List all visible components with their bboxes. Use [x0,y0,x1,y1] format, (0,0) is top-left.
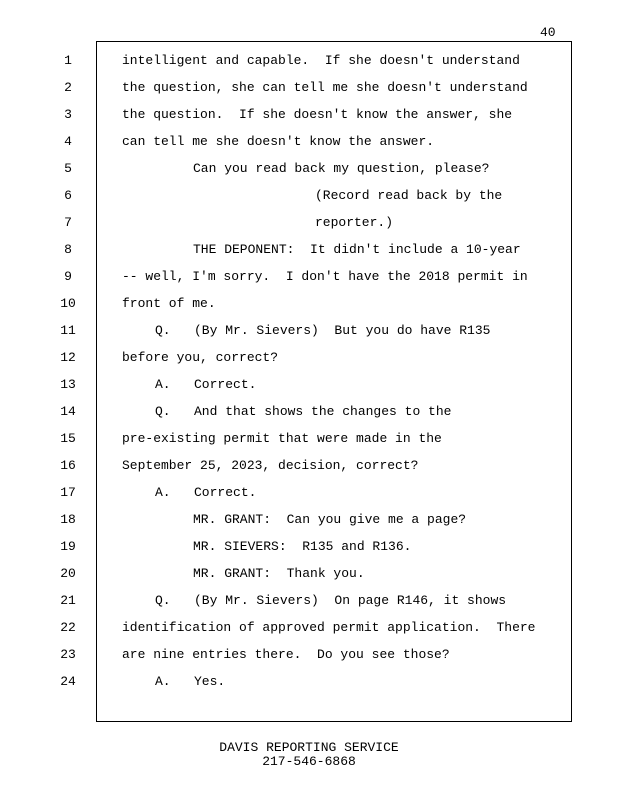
line-number: 20 [60,566,76,581]
transcript-lines: 1 intelligent and capable. If she doesn't… [0,51,618,699]
line-number: 1 [64,53,72,68]
line-text: reporter.) [315,215,394,230]
line-number: 9 [64,269,72,284]
line-number: 22 [60,620,76,635]
line-number: 11 [60,323,76,338]
transcript-line: 20 MR. GRANT: Thank you. [0,564,618,591]
line-number: 2 [64,80,72,95]
line-number: 15 [60,431,76,446]
transcript-line: 10 front of me. [0,294,618,321]
line-number: 18 [60,512,76,527]
transcript-line: 24 A. Yes. [0,672,618,699]
line-text: the question. If she doesn't know the an… [122,107,513,122]
transcript-line: 12 before you, correct? [0,348,618,375]
transcript-line: 4 can tell me she doesn't know the answer… [0,132,618,159]
line-number: 12 [60,350,76,365]
transcript-line: 1 intelligent and capable. If she doesn't… [0,51,618,78]
transcript-line: 5 Can you read back my question, please? [0,159,618,186]
line-number: 4 [64,134,72,149]
line-text: MR. SIEVERS: R135 and R136. [193,539,412,554]
transcript-line: 17 A. Correct. [0,483,618,510]
transcript-line: 23 are nine entries there. Do you see tho… [0,645,618,672]
line-text: A. Correct. [155,485,257,500]
transcript-line: 13 A. Correct. [0,375,618,402]
line-number: 21 [60,593,76,608]
transcript-line: 8 THE DEPONENT: It didn't include a 10-ye… [0,240,618,267]
line-text: front of me. [122,296,216,311]
transcript-line: 21 Q. (By Mr. Sievers) On page R146, it s… [0,591,618,618]
line-text: Q. And that shows the changes to the [155,404,452,419]
line-number: 7 [64,215,72,230]
transcript-line: 7 reporter.) [0,213,618,240]
transcript-line: 14 Q. And that shows the changes to the [0,402,618,429]
transcript-line: 2 the question, she can tell me she doesn… [0,78,618,105]
line-number: 5 [64,161,72,176]
transcript-border [96,41,572,722]
transcript-line: 22 identification of approved permit appl… [0,618,618,645]
line-number: 24 [60,674,76,689]
line-text: MR. GRANT: Can you give me a page? [193,512,467,527]
transcript-line: 19 MR. SIEVERS: R135 and R136. [0,537,618,564]
transcript-line: 16 September 25, 2023, decision, correct? [0,456,618,483]
line-text: A. Correct. [155,377,257,392]
transcript-line: 9 -- well, I'm sorry. I don't have the 20… [0,267,618,294]
line-number: 23 [60,647,76,662]
transcript-line: 15 pre-existing permit that were made in … [0,429,618,456]
line-text: Can you read back my question, please? [193,161,490,176]
line-text: pre-existing permit that were made in th… [122,431,442,446]
line-text: September 25, 2023, decision, correct? [122,458,419,473]
line-text: before you, correct? [122,350,279,365]
line-text: Q. (By Mr. Sievers) On page R146, it sho… [155,593,507,608]
line-text: THE DEPONENT: It didn't include a 10-yea… [193,242,521,257]
footer-company: DAVIS REPORTING SERVICE [219,740,399,755]
transcript-line: 18 MR. GRANT: Can you give me a page? [0,510,618,537]
line-text: are nine entries there. Do you see those… [122,647,450,662]
line-number: 19 [60,539,76,554]
line-number: 14 [60,404,76,419]
line-text: identification of approved permit applic… [122,620,536,635]
line-text: intelligent and capable. If she doesn't … [122,53,520,68]
transcript-line: 3 the question. If she doesn't know the a… [0,105,618,132]
transcript-line: 6 (Record read back by the [0,186,618,213]
line-text: MR. GRANT: Thank you. [193,566,365,581]
line-text: can tell me she doesn't know the answer. [122,134,435,149]
line-text: (Record read back by the [315,188,503,203]
transcript-line: 11 Q. (By Mr. Sievers) But you do have R1… [0,321,618,348]
line-number: 8 [64,242,72,257]
line-number: 10 [60,296,76,311]
line-number: 13 [60,377,76,392]
line-text: the question, she can tell me she doesn'… [122,80,528,95]
line-text: A. Yes. [155,674,226,689]
line-text: -- well, I'm sorry. I don't have the 201… [122,269,528,284]
line-number: 17 [60,485,76,500]
line-text: Q. (By Mr. Sievers) But you do have R135 [155,323,491,338]
line-number: 16 [60,458,76,473]
line-number: 6 [64,188,72,203]
line-number: 3 [64,107,72,122]
footer-phone: 217-546-6868 [262,754,356,769]
page-number: 40 [540,25,556,40]
